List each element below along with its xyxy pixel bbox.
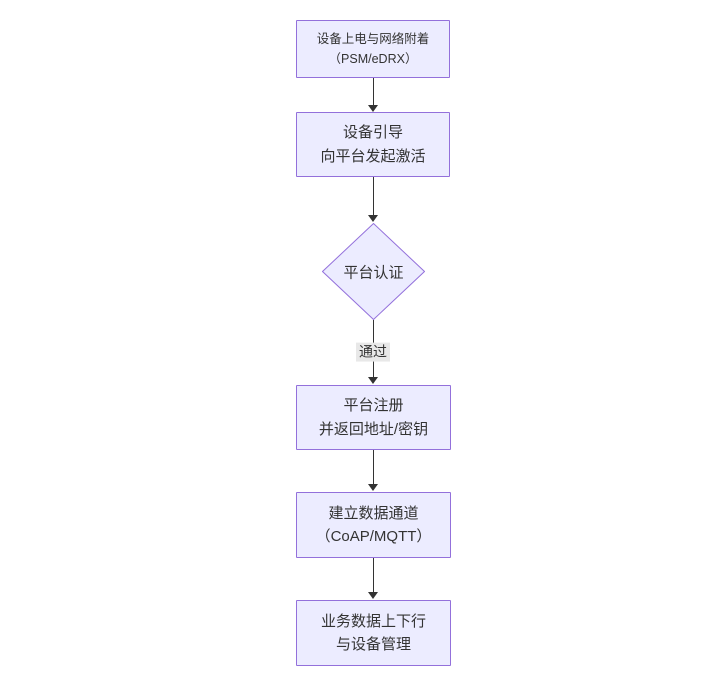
arrowhead-icon — [368, 592, 378, 599]
edge-register-to-channel — [368, 450, 378, 491]
node-label-line: 设备引导 — [342, 124, 403, 142]
edge-label-pass: 通过 — [356, 342, 390, 362]
edge-line — [372, 78, 374, 105]
decision-label: 平台认证 — [343, 264, 404, 281]
edge-power-to-bootstrap — [368, 78, 378, 112]
node-label-line: 平台注册 — [343, 397, 404, 415]
node-label-line: 并返回地址/密钥 — [318, 420, 429, 438]
node-label-line: 设备上电与网络附着 — [316, 32, 430, 46]
node-label-line: 与设备管理 — [335, 636, 411, 653]
diamond-shape — [322, 223, 425, 320]
edge-line — [372, 450, 374, 484]
node-label-line: （CoAP/MQTT） — [315, 528, 432, 545]
arrowhead-icon — [368, 484, 378, 491]
node-label-line: 业务数据上下行 — [320, 612, 426, 630]
arrowhead-icon — [368, 215, 378, 222]
arrowhead-icon — [368, 105, 378, 112]
node-label-line: 建立数据通道 — [328, 504, 419, 522]
flow-node-register: 平台注册 并返回地址/密钥 — [296, 385, 451, 450]
node-label-line: （PSM/eDRX） — [328, 52, 418, 66]
edge-line — [372, 558, 374, 592]
flow-node-business: 业务数据上下行 与设备管理 — [296, 600, 451, 666]
flow-node-power-attach: 设备上电与网络附着 （PSM/eDRX） — [296, 20, 450, 78]
flow-node-data-channel: 建立数据通道 （CoAP/MQTT） — [296, 492, 451, 558]
node-label-line: 向平台发起激活 — [320, 147, 426, 165]
decision-platform-auth: 平台认证 — [322, 223, 425, 320]
edge-line — [372, 177, 374, 215]
arrowhead-icon — [368, 377, 378, 384]
edge-channel-to-business — [368, 558, 378, 599]
flow-node-bootstrap: 设备引导 向平台发起激活 — [296, 112, 450, 177]
edge-bootstrap-to-auth — [368, 177, 378, 222]
